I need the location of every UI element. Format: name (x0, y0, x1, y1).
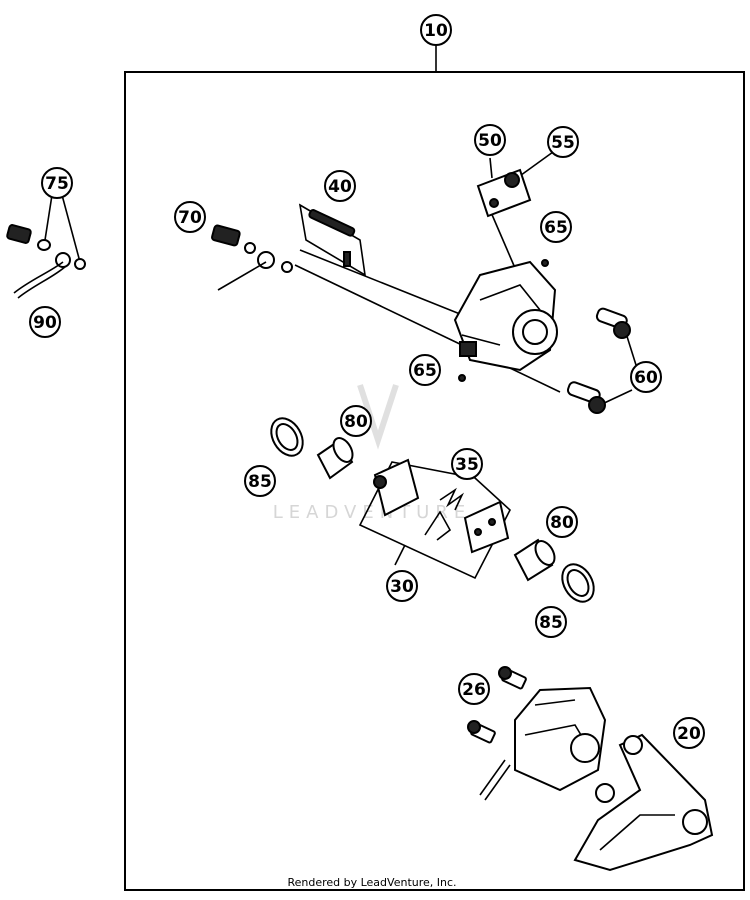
plate-50 (476, 168, 549, 267)
svg-text:85: 85 (248, 472, 272, 492)
footer-credit: Rendered by LeadVenture, Inc. (287, 876, 456, 889)
callout-80-bottom[interactable]: 80 (546, 506, 578, 538)
svg-text:85: 85 (539, 613, 563, 633)
callout-20[interactable]: 20 (673, 717, 705, 749)
assembly-frame (124, 71, 745, 891)
svg-text:55: 55 (551, 133, 575, 153)
svg-text:60: 60 (634, 368, 658, 388)
brake-pads-30 (358, 458, 511, 580)
callout-70[interactable]: 70 (174, 201, 206, 233)
callout-85-top[interactable]: 85 (244, 465, 276, 497)
watermark-text: LEADVENTURE (273, 502, 471, 523)
svg-text:26: 26 (462, 680, 486, 700)
spring-35 (424, 487, 465, 541)
svg-text:20: 20 (677, 724, 701, 744)
callout-65-top[interactable]: 65 (540, 211, 572, 243)
svg-text:90: 90 (33, 313, 57, 333)
caliper-bracket-20 (573, 733, 714, 872)
pin-kit-40 (298, 203, 367, 277)
callout-85-bottom[interactable]: 85 (535, 606, 567, 638)
callout-55[interactable]: 55 (547, 126, 579, 158)
callout-90[interactable]: 90 (29, 306, 61, 338)
caliper-housing (453, 260, 558, 372)
svg-text:80: 80 (550, 513, 574, 533)
svg-text:35: 35 (455, 455, 479, 475)
svg-text:70: 70 (178, 208, 202, 228)
bolts-26 (467, 666, 527, 744)
seal-piston-left (270, 417, 354, 480)
svg-text:10: 10 (424, 21, 448, 41)
callout-10[interactable]: 10 (420, 14, 452, 46)
callout-40[interactable]: 40 (324, 170, 356, 202)
svg-text:65: 65 (413, 361, 437, 381)
svg-text:40: 40 (328, 177, 352, 197)
bolt-washer-hose (211, 224, 293, 291)
callout-30[interactable]: 30 (386, 570, 418, 602)
callout-80-top[interactable]: 80 (340, 405, 372, 437)
svg-text:50: 50 (478, 131, 502, 151)
svg-text:80: 80 (344, 412, 368, 432)
callout-60[interactable]: 60 (630, 361, 662, 393)
callout-65-bottom[interactable]: 65 (409, 354, 441, 386)
assembled-caliper (479, 686, 607, 801)
bolt-washer-hose-left (6, 224, 86, 299)
svg-text:65: 65 (544, 218, 568, 238)
svg-text:75: 75 (45, 174, 69, 194)
callout-50[interactable]: 50 (474, 124, 506, 156)
svg-text:30: 30 (390, 577, 414, 597)
callout-35[interactable]: 35 (451, 448, 483, 480)
callout-75[interactable]: 75 (41, 167, 73, 199)
seal-piston-right (513, 538, 595, 603)
callout-26[interactable]: 26 (458, 673, 490, 705)
guide-pins-60 (458, 307, 631, 414)
watermark: LEADVENTURE (273, 384, 471, 523)
